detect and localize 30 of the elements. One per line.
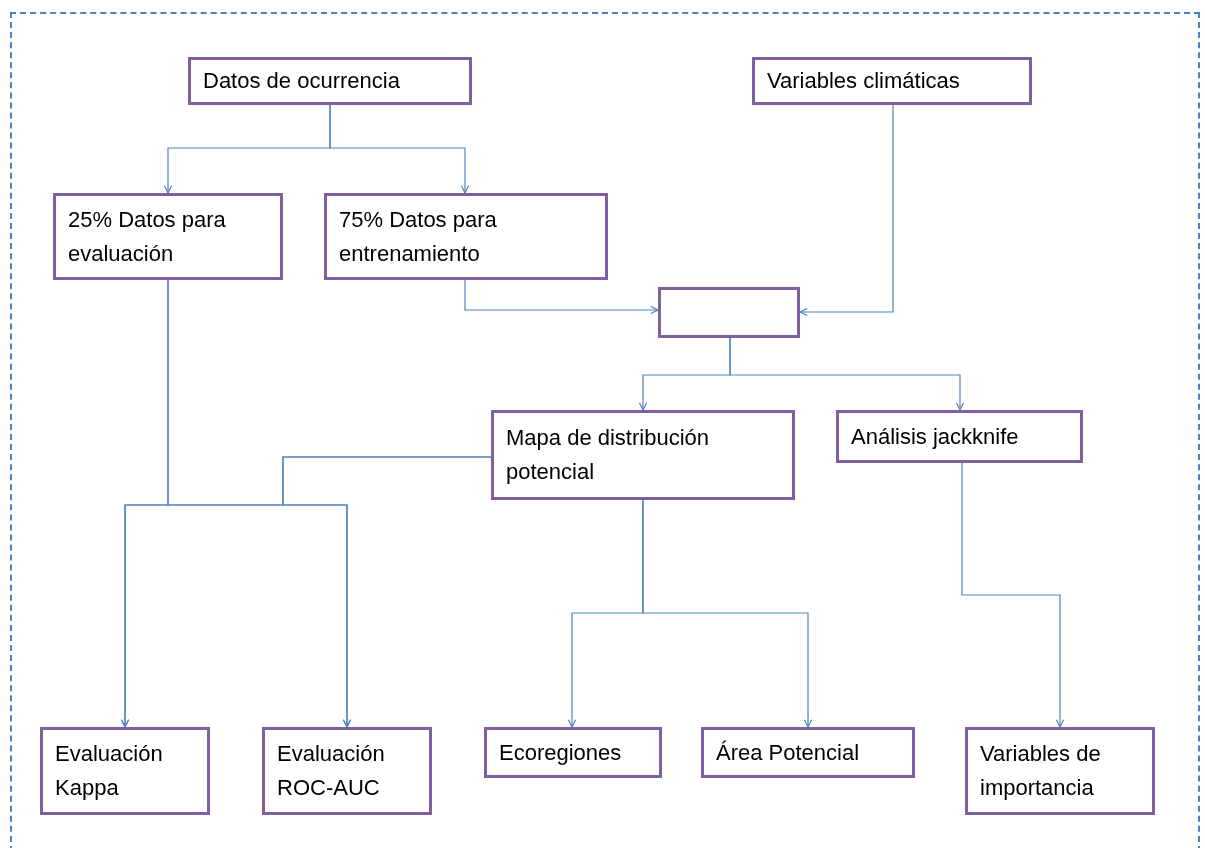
box-label: Variables climáticas (767, 67, 961, 95)
box-label: Datos de ocurrencia (203, 67, 401, 95)
process-box (188, 57, 472, 105)
process-box (40, 727, 210, 815)
process-box (658, 287, 800, 338)
process-box (262, 727, 432, 815)
process-box (701, 727, 915, 778)
box-label: Ecoregiones (499, 738, 623, 767)
box-label: Análisis jackknife (851, 422, 1020, 451)
process-box (752, 57, 1032, 105)
box-label: 75% Datos para entrenamiento (339, 205, 498, 268)
process-box (53, 193, 283, 280)
connector-arrow (282, 456, 492, 728)
box-label: Área Potencial (716, 738, 861, 767)
box-label: Mapa de distribución potencial (506, 424, 710, 486)
connector-arrow (799, 104, 894, 317)
process-box (484, 727, 662, 778)
connector-arrow (329, 104, 470, 194)
box-label: Variables de importancia (980, 740, 1102, 802)
box-label: Evaluación ROC-AUC (277, 740, 386, 802)
process-box (324, 193, 608, 280)
process-box (836, 410, 1083, 463)
connector-arrow (729, 337, 965, 411)
box-label: Evaluación Kappa (55, 740, 164, 802)
connector-arrow (961, 462, 1065, 728)
box-label: 25% Datos para evaluación (68, 205, 227, 268)
connector-arrow (642, 499, 813, 728)
process-box (965, 727, 1155, 815)
connector-arrow (464, 279, 659, 315)
process-box (491, 410, 795, 500)
